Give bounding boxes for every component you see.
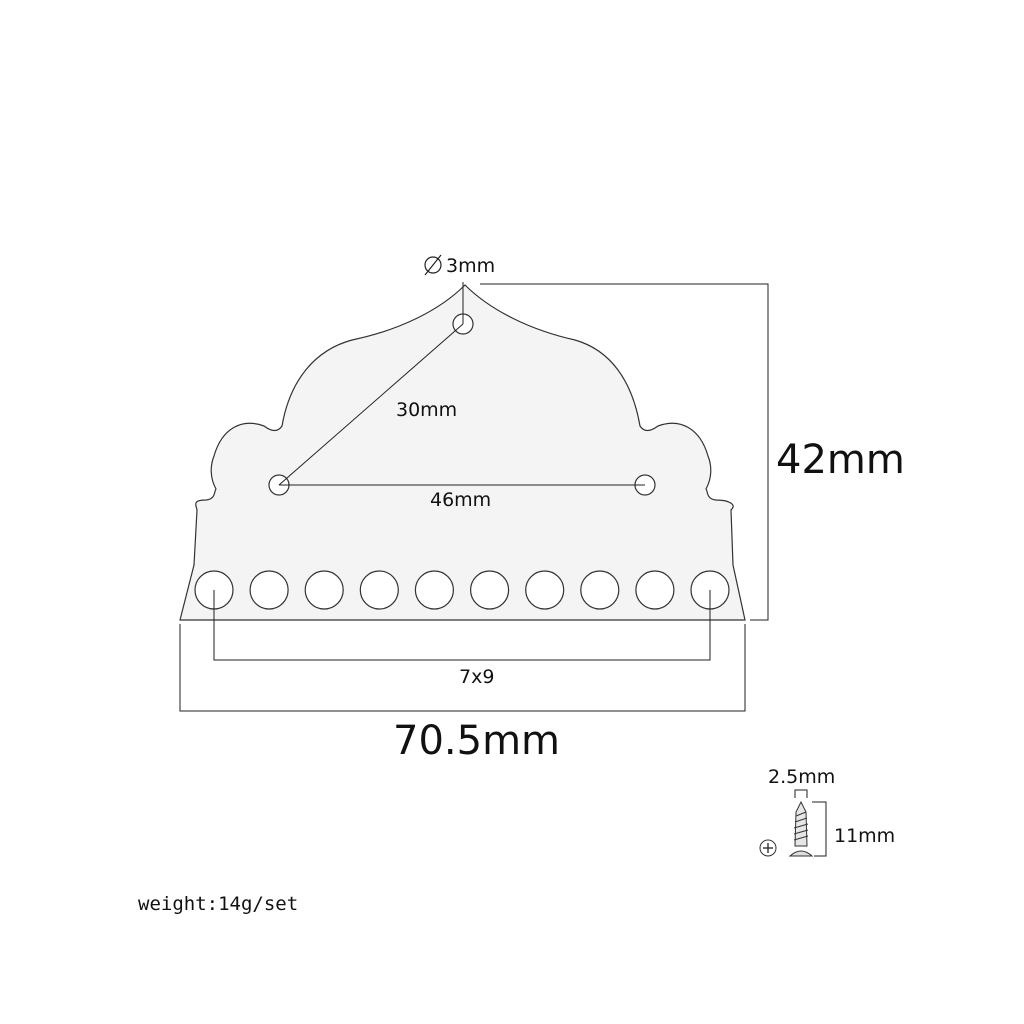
total-height-label: 42mm bbox=[776, 437, 905, 483]
string-hole bbox=[470, 570, 510, 610]
string-hole bbox=[414, 570, 454, 610]
weight-label: weight:14g/set bbox=[138, 893, 298, 915]
hole-diameter-label: 3mm bbox=[446, 255, 495, 277]
screw-diameter-dimension bbox=[794, 789, 808, 798]
total-height-dimension bbox=[480, 283, 769, 621]
string-holes-label: 7x9 bbox=[459, 666, 494, 688]
string-hole bbox=[525, 570, 565, 610]
screw-illustration: 2.5mm 11mm bbox=[759, 766, 895, 857]
tailpiece-plate bbox=[179, 284, 746, 621]
mount-spacing-label: 46mm bbox=[430, 489, 491, 511]
total-width-dimension bbox=[179, 624, 746, 712]
screw-length-label: 11mm bbox=[834, 825, 895, 847]
string-hole bbox=[249, 570, 289, 610]
string-hole-row bbox=[194, 570, 730, 610]
diagonal-spacing-label: 30mm bbox=[396, 399, 457, 421]
string-hole bbox=[635, 570, 675, 610]
string-hole bbox=[580, 570, 620, 610]
screw-diameter-label: 2.5mm bbox=[768, 766, 835, 788]
screw-head-icon bbox=[759, 839, 777, 857]
diameter-icon bbox=[424, 254, 442, 276]
screw-side-icon bbox=[788, 800, 814, 857]
screw-length-dimension bbox=[812, 801, 827, 857]
diagonal-dimension-line bbox=[278, 323, 464, 486]
string-span-dimension bbox=[213, 590, 711, 661]
string-hole bbox=[359, 570, 399, 610]
string-hole bbox=[304, 570, 344, 610]
total-width-label: 70.5mm bbox=[393, 718, 560, 764]
